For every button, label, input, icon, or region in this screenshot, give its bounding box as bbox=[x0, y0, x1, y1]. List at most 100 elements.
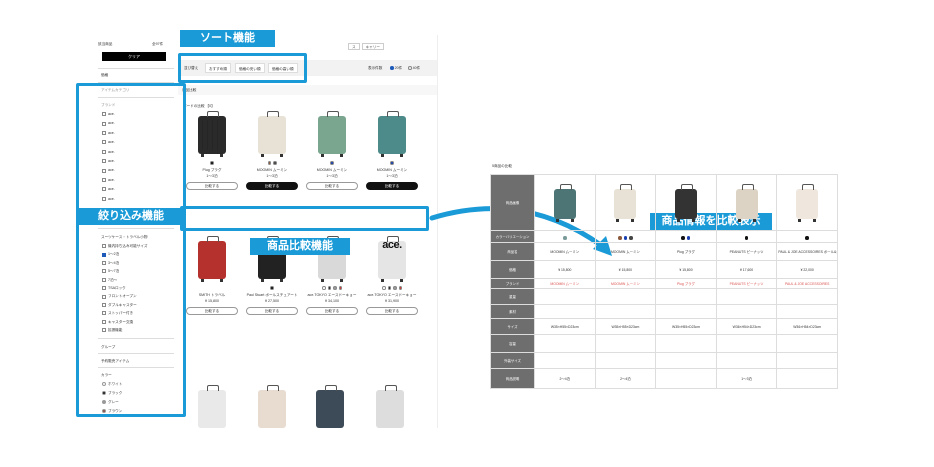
feature-option[interactable]: フロントオープン bbox=[102, 294, 137, 299]
brand-option[interactable]: ace. bbox=[102, 168, 115, 173]
suitcase-icon bbox=[378, 111, 406, 157]
color-option[interactable]: ブラック bbox=[102, 391, 122, 396]
product-image[interactable]: ace. bbox=[372, 235, 412, 283]
comparison-cell: PEANUTS ピーナッツ bbox=[715, 242, 778, 261]
product-image[interactable] bbox=[316, 385, 344, 428]
product-name[interactable]: ace.TOKYO エースドーキョー bbox=[367, 293, 417, 297]
filter-section-brand[interactable]: ブランド bbox=[101, 103, 116, 107]
product-name[interactable]: Paul Stuart ポールスチュアート bbox=[246, 293, 298, 297]
comparison-cell: PEANUTS ピーナッツ bbox=[715, 278, 778, 289]
compare-button[interactable]: 比較する bbox=[366, 306, 418, 315]
sort-recommended-button[interactable]: おすすめ順 bbox=[205, 63, 231, 73]
filter-section-color[interactable]: カラー bbox=[101, 373, 112, 377]
brand-option[interactable]: ace. bbox=[102, 150, 115, 154]
product-name[interactable]: MOOMIN ムーミン bbox=[256, 168, 288, 172]
feature-option[interactable]: 7泊〜 bbox=[102, 278, 117, 282]
compare-button[interactable]: 比較する bbox=[306, 181, 358, 190]
filter-section-category[interactable]: アイテムカテゴリ bbox=[101, 88, 130, 92]
comparison-cell bbox=[594, 352, 657, 369]
product-name[interactable]: ace.TOKYO エースドーキョー bbox=[307, 293, 357, 297]
comparison-cell bbox=[655, 230, 717, 243]
feature-option[interactable]: 1〜2泊 bbox=[102, 252, 119, 257]
filter-section-group[interactable]: グループ bbox=[101, 345, 116, 349]
display-40-option[interactable]: 40件 bbox=[408, 66, 420, 70]
brand-option[interactable]: ace. bbox=[102, 140, 115, 145]
color-variation-dots bbox=[363, 161, 421, 165]
sort-price-desc-button[interactable]: 価格の高い順 bbox=[268, 63, 298, 73]
product-image[interactable] bbox=[372, 110, 412, 158]
divider bbox=[98, 97, 174, 98]
feature-option[interactable]: TSAロック bbox=[102, 286, 126, 291]
color-dot-icon bbox=[686, 236, 691, 240]
compare-button[interactable]: 比較する bbox=[246, 306, 298, 315]
product-image[interactable] bbox=[192, 235, 232, 283]
compare-button[interactable]: 比較する bbox=[306, 306, 358, 315]
product-name[interactable]: Plug プラグ bbox=[202, 168, 222, 172]
color-dot-icon bbox=[398, 286, 402, 290]
display-20-option[interactable]: 20件 bbox=[390, 66, 402, 70]
product-image[interactable] bbox=[312, 110, 352, 158]
compare-button[interactable]: 比較する bbox=[246, 181, 298, 190]
product-image[interactable] bbox=[252, 110, 292, 158]
feature-option[interactable]: 5〜7泊 bbox=[102, 269, 120, 274]
product-image[interactable] bbox=[376, 385, 404, 428]
product-image[interactable] bbox=[730, 183, 764, 222]
comparison-cell: MOOMIN ムーミン bbox=[534, 242, 596, 261]
brand-option[interactable]: ace. bbox=[102, 159, 115, 164]
checkbox-icon bbox=[102, 311, 106, 316]
product-name[interactable]: SMITH トラベル bbox=[198, 293, 226, 297]
tab-item[interactable]: ス bbox=[348, 43, 360, 50]
product-image[interactable] bbox=[669, 183, 703, 222]
color-dot-icon bbox=[629, 236, 633, 240]
comparison-cell bbox=[594, 174, 657, 231]
product-image[interactable] bbox=[192, 110, 232, 158]
filter-section-feature[interactable]: スーツケース・トラベル小物 bbox=[101, 235, 148, 239]
product-image[interactable] bbox=[790, 183, 824, 222]
product-image[interactable] bbox=[548, 183, 582, 222]
compare-button[interactable]: 比較する bbox=[186, 306, 238, 315]
color-option[interactable]: ホワイト bbox=[102, 382, 122, 387]
feature-option[interactable]: 拡張機能 bbox=[102, 328, 122, 333]
compare-button[interactable]: 比較する bbox=[186, 181, 238, 190]
sort-price-asc-button[interactable]: 価格の安い順 bbox=[235, 63, 265, 73]
brand-option-label: ace. bbox=[108, 130, 115, 135]
brand-option[interactable]: ace. bbox=[102, 178, 115, 182]
feature-option[interactable]: キャスター交換 bbox=[102, 320, 133, 324]
filter-section-price[interactable]: 価格 bbox=[101, 73, 109, 77]
product-image[interactable] bbox=[258, 385, 286, 428]
feature-option-label: 機内持ち込み可能サイズ bbox=[108, 244, 148, 248]
color-swatch-icon bbox=[102, 382, 106, 387]
brand-option[interactable]: ace. bbox=[102, 197, 115, 201]
product-image[interactable] bbox=[608, 183, 642, 222]
brand-option[interactable]: ace. bbox=[102, 121, 115, 126]
product-name[interactable]: MOOMIN ムーミン bbox=[376, 168, 408, 172]
brand-option[interactable]: ace. bbox=[102, 112, 115, 117]
result-count-label: 該当商品 bbox=[98, 42, 113, 46]
product-image[interactable] bbox=[198, 385, 226, 428]
comparison-cell bbox=[776, 288, 838, 305]
feature-option[interactable]: 機内持ち込み可能サイズ bbox=[102, 244, 148, 249]
feature-option[interactable]: ストッパー付き bbox=[102, 311, 133, 316]
brand-option[interactable]: ace. bbox=[102, 187, 115, 192]
clear-filters-button[interactable]: クリア bbox=[102, 52, 166, 61]
feature-option-label: 5〜7泊 bbox=[108, 269, 120, 274]
feature-option[interactable]: 3〜4泊 bbox=[102, 261, 119, 265]
color-option[interactable]: ブラウン bbox=[102, 409, 122, 414]
color-variation-dots bbox=[597, 236, 655, 240]
feature-option[interactable]: ダブルキャスター bbox=[102, 303, 137, 307]
product-name[interactable]: MOOMIN ムーミン bbox=[316, 168, 348, 172]
brand-option[interactable]: ace. bbox=[102, 131, 115, 135]
checkbox-icon bbox=[102, 149, 106, 154]
filter-section-sale[interactable]: 予約販売アイテム bbox=[101, 359, 130, 363]
tab-carry[interactable]: キャリー bbox=[361, 43, 384, 50]
comparison-row-header: 外装サイズ bbox=[490, 352, 535, 369]
compare-board-label: ボードの比較 【0】 bbox=[183, 104, 215, 108]
compare-button[interactable]: 比較する bbox=[366, 181, 418, 190]
color-option[interactable]: グレー bbox=[102, 400, 119, 405]
